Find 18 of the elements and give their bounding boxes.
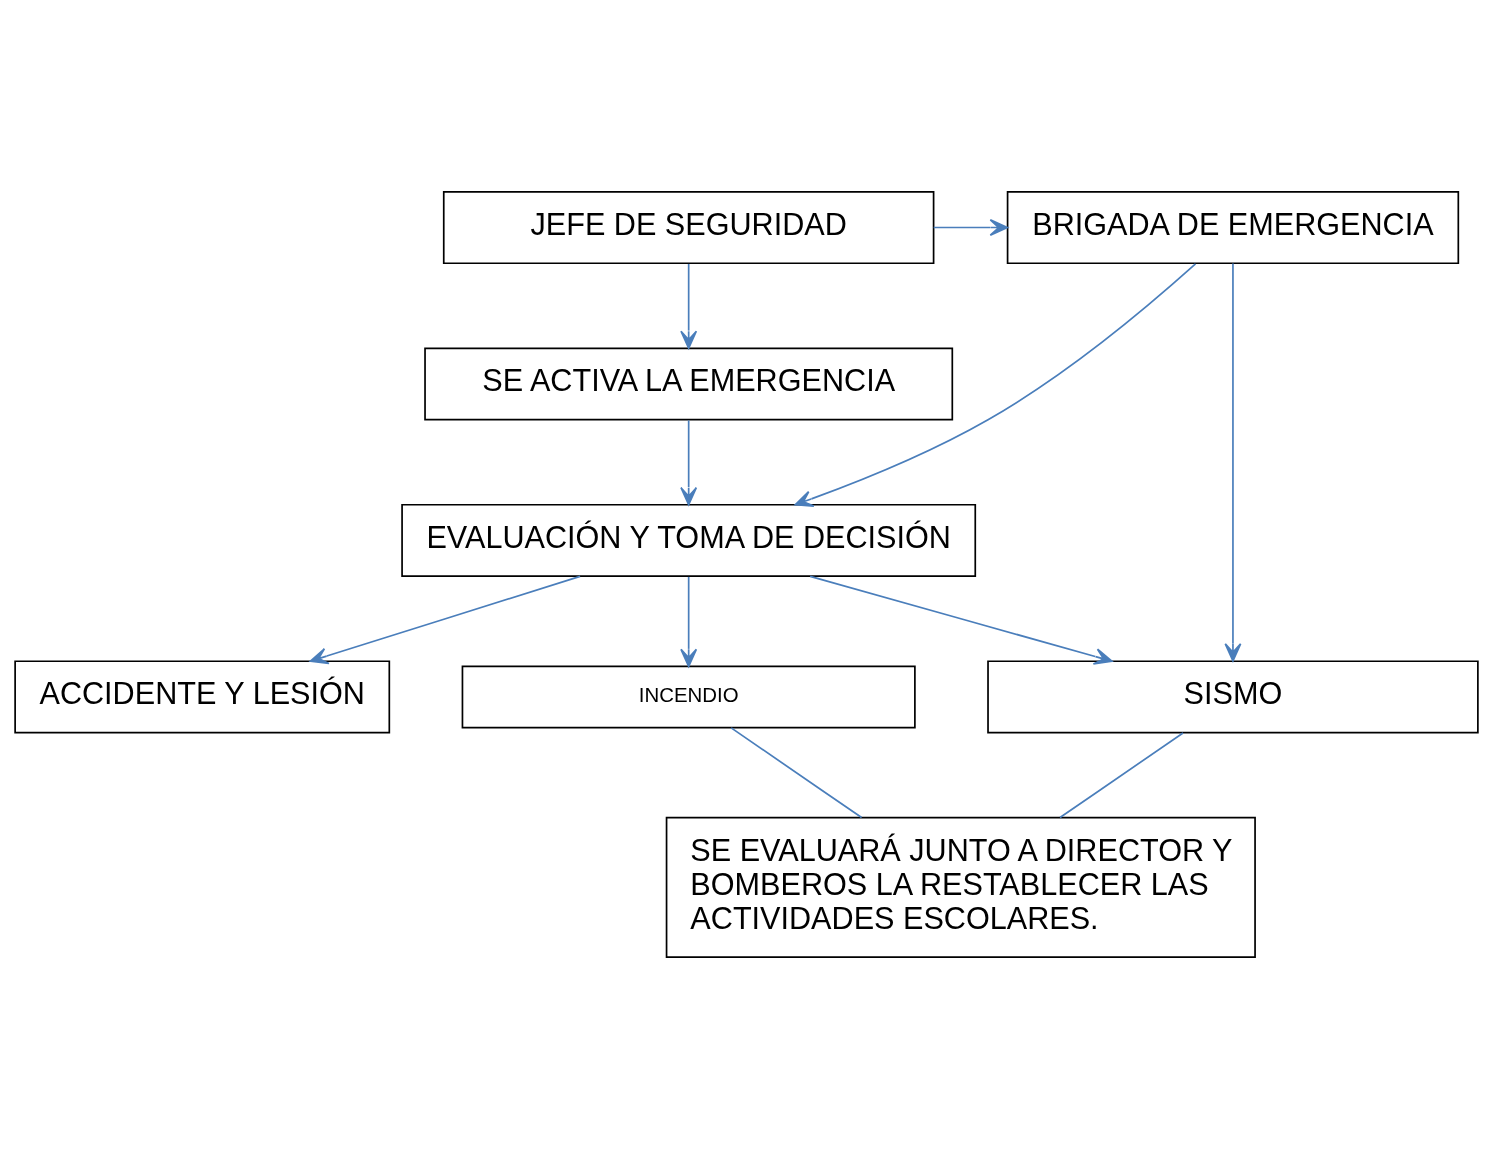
arrow	[794, 263, 1197, 507]
node-box: SE ACTIVA LA EMERGENCIA	[424, 347, 954, 421]
node-box: EVALUACIÓN Y TOMA DE DECISIÓN	[401, 503, 977, 578]
arrow	[309, 575, 581, 665]
arrow	[680, 263, 698, 350]
arrow	[1224, 262, 1242, 662]
node-box: JEFE DE SEGURIDAD	[442, 190, 935, 265]
connector	[730, 727, 863, 819]
connector	[1059, 732, 1184, 819]
node-box: ACCIDENTE Y LESIÓN	[14, 660, 391, 734]
node-box: INCENDIO	[461, 665, 916, 729]
arrow	[680, 576, 698, 668]
node-box: SE EVALUARÁ JUNTO A DIRECTOR Y BOMBEROS LA RESTABLECER LAS ACTIVIDADES ESCOLARES.	[665, 816, 1256, 959]
arrow	[809, 575, 1113, 665]
node-box: SISMO	[987, 660, 1479, 734]
arrow	[680, 419, 698, 506]
arrow	[932, 219, 1009, 237]
node-box: BRIGADA DE EMERGENCIA	[1006, 190, 1460, 265]
